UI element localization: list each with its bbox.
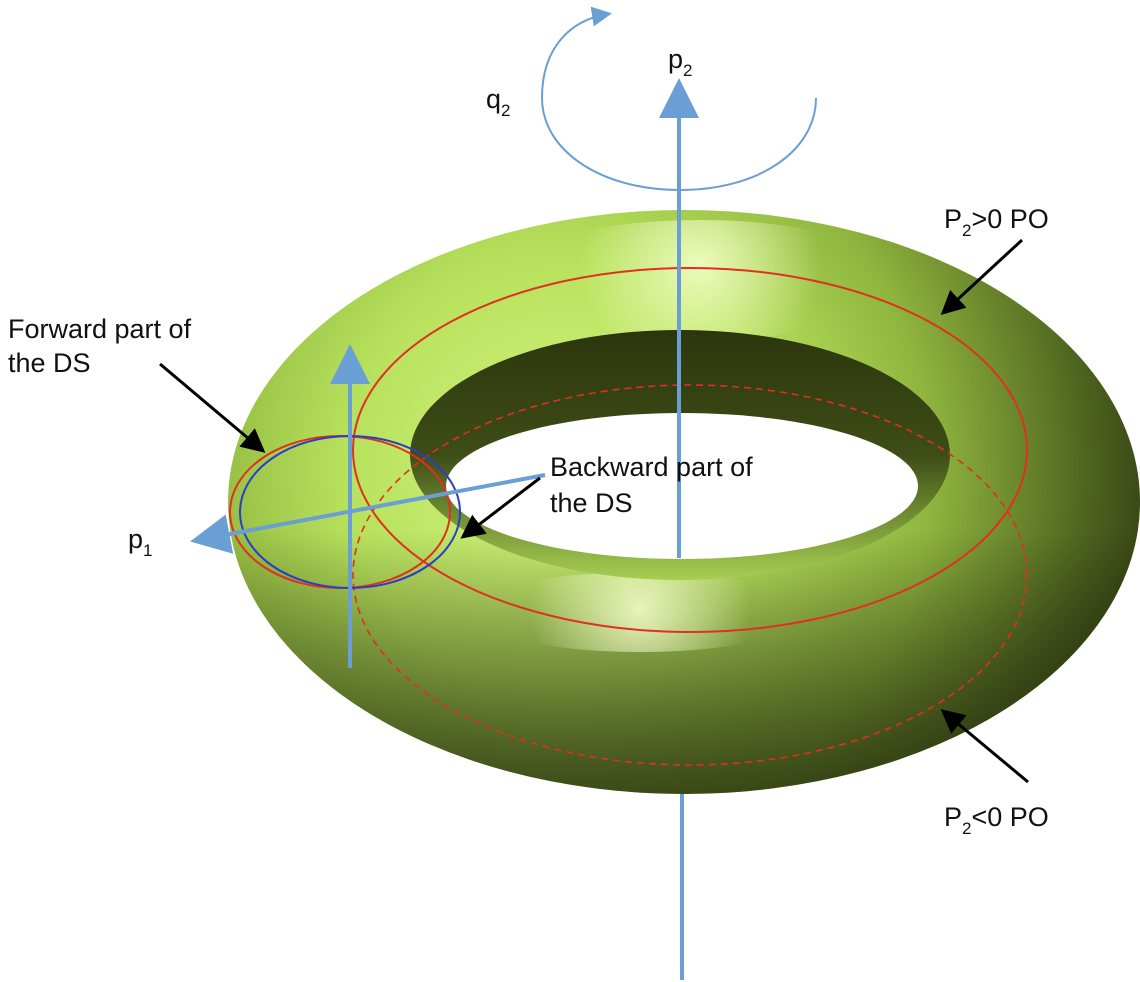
pointer-arrow-negative-po bbox=[940, 709, 1029, 784]
torus bbox=[228, 210, 1140, 794]
pointer-arrow-positive-po bbox=[940, 238, 1024, 316]
p2-axis-label: p2 bbox=[668, 44, 693, 80]
pointer-arrow-backward-ds bbox=[460, 476, 541, 539]
q2-rotation-label: q2 bbox=[486, 84, 511, 120]
positive-po-label: P2>0 PO bbox=[944, 204, 1049, 240]
torus-hole bbox=[446, 413, 918, 559]
q2-rotation-arrow bbox=[540, 6, 817, 192]
negative-po-label: P2<0 PO bbox=[944, 802, 1049, 838]
negative-p2-periodic-orbit bbox=[352, 384, 1028, 766]
p1-axis-label: p1 bbox=[128, 524, 153, 560]
positive-p2-periodic-orbit bbox=[352, 267, 1028, 633]
pointer-arrow-forward-ds bbox=[159, 362, 266, 453]
p1-axis bbox=[190, 473, 546, 554]
